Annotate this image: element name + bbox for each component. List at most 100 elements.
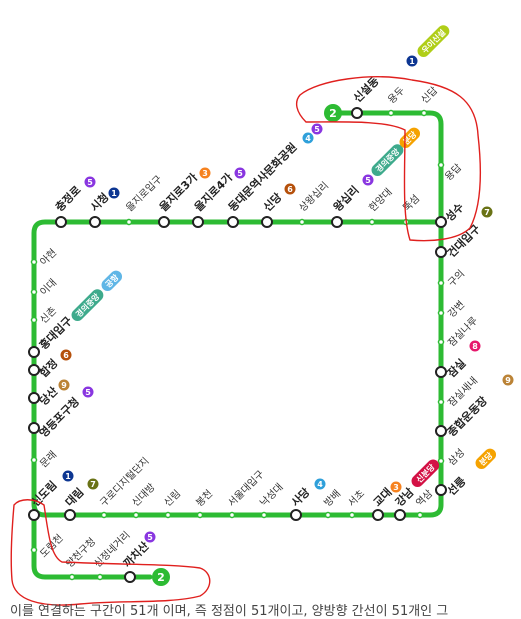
station-dot-seongsu[interactable] [435,216,447,228]
station-dot-samseong[interactable] [437,457,445,465]
svg-text:5: 5 [87,178,93,187]
station-label-ahyeon: 아현 [38,247,60,269]
line2-sinjeong-branch-track [31,512,153,580]
svg-text:7: 7 [484,208,490,217]
station-dot-sinjeongnegeori[interactable] [96,573,104,581]
station-dot-seolleung[interactable] [435,484,447,496]
station-label-seolleung: 선릉 [444,474,468,498]
svg-text:3: 3 [393,483,399,492]
station-label-hapjeong: 합정 [36,356,60,380]
station-dot-gangnam[interactable] [394,509,406,521]
station-dot-sindap[interactable] [420,109,428,117]
line5-badge-kkachisan: 5 [144,531,156,543]
station-dot-sindaebang[interactable] [132,511,140,519]
station-dot-sindorim[interactable] [28,509,40,521]
sinbundang-tag-gangnam: 신분당 [411,459,440,488]
svg-text:우이신설: 우이신설 [419,27,447,55]
station-dot-sindang[interactable] [261,216,273,228]
station-label-daerim: 대림 [62,485,86,509]
station-dot-seocho[interactable] [348,511,356,519]
station-dot-jamsilnaru[interactable] [437,338,445,346]
station-dot-wangsimni[interactable] [331,216,343,228]
station-dot-hapjeong[interactable] [28,364,40,376]
station-dot-kkachisan[interactable] [124,571,136,583]
station-dot-dangsan[interactable] [28,392,40,404]
station-dot-geondae[interactable] [435,246,447,258]
station-dot-snu[interactable] [228,511,236,519]
station-dot-ewha[interactable] [30,288,38,296]
station-label-guui: 구의 [446,268,468,290]
line5-badge-wangsimni: 5 [362,174,374,186]
station-dot-euljiro1[interactable] [125,218,133,226]
station-dot-gyodae[interactable] [372,509,384,521]
station-dot-daerim[interactable] [64,509,76,521]
line1-badge-sinseoldong: 1 [406,55,418,67]
line4-badge-ddp: 4 [302,132,314,144]
station-dot-euljiro4[interactable] [192,216,204,228]
station-dot-jamsil[interactable] [435,366,447,378]
line2-badge-sinseoldong-end: 2 [324,104,342,122]
svg-text:2: 2 [329,107,337,120]
svg-text:5: 5 [147,533,153,542]
station-label-sindang: 신당 [260,190,284,214]
station-dot-bangbae[interactable] [324,511,332,519]
line3-badge-gyodae: 3 [390,481,402,493]
station-label-yongdu: 용두 [386,85,408,107]
station-label-cityhall: 시청 [87,190,111,214]
station-label-euljiro1: 을지로입구 [123,172,165,214]
station-dot-hanyang[interactable] [368,218,376,226]
line5-badge-chungjeongno: 5 [84,176,96,188]
station-dot-nakseongdae[interactable] [260,511,268,519]
station-dot-ddp[interactable] [227,216,239,228]
station-dot-sinchon[interactable] [30,316,38,324]
svg-text:4: 4 [305,134,311,143]
station-dot-sillim[interactable] [164,511,172,519]
line9-badge-dangsan: 9 [58,379,70,391]
airport-tag-hongdae: 공항 [101,270,123,292]
station-dot-ahyeon[interactable] [30,258,38,266]
wuisinseol-tag-sinseoldong: 우이신설 [417,25,450,58]
station-label-geondae: 건대입구 [444,222,483,261]
station-label-dangsan: 당산 [36,384,60,408]
station-dot-guro-digital[interactable] [100,511,108,519]
station-dot-yongdap[interactable] [437,161,445,169]
station-dot-cityhall[interactable] [89,216,101,228]
red-annotation-sinjeong-branch [10,499,211,606]
station-label-yangcheon-office: 양천구청 [64,536,99,571]
station-dot-yeoksam[interactable] [416,511,424,519]
station-dot-mullae[interactable] [30,456,38,464]
line1-badge-sindorim: 1 [62,470,74,482]
svg-text:경의중앙: 경의중앙 [373,146,401,174]
line2-loop-track [31,110,444,518]
svg-text:4: 4 [317,480,323,489]
station-dot-jamsilsaenae[interactable] [437,398,445,406]
line8-badge-jamsil: 8 [469,340,481,352]
station-dot-guui[interactable] [437,279,445,287]
station-dot-yeongdeungpo-office[interactable] [28,422,40,434]
station-label-nakseongdae: 낙성대 [258,481,286,509]
line5-badge-ddp: 5 [311,123,323,135]
svg-text:9: 9 [61,381,67,390]
station-dot-hongdae[interactable] [28,346,40,358]
station-dot-euljiro3[interactable] [158,216,170,228]
svg-text:5: 5 [237,169,243,178]
station-label-sangwangsimni: 상왕십리 [297,180,332,215]
station-label-hanyang: 한양대 [367,186,395,214]
station-label-sindaebang: 신대방 [130,481,158,509]
station-dot-chungjeongno[interactable] [55,216,67,228]
station-dot-yongdu[interactable] [387,109,395,117]
line2-badge-kkachisan-end: 2 [152,568,170,586]
line7-badge-daerim: 7 [87,478,99,490]
station-dot-dorimcheon[interactable] [30,546,38,554]
line9-badge-sports-complex: 9 [502,374,514,386]
station-label-bongcheon: 봉천 [194,488,216,510]
station-dot-sinseoldong[interactable] [351,107,363,119]
station-dot-sadang[interactable] [290,509,302,521]
station-dot-sangwangsimni[interactable] [298,218,306,226]
station-dot-bongcheon[interactable] [196,511,204,519]
station-dot-gangbyeon[interactable] [437,309,445,317]
station-dot-yangcheon-office[interactable] [68,573,76,581]
line6-badge-hapjeong: 6 [60,349,72,361]
station-dot-sports-complex[interactable] [435,425,447,437]
line3-badge-euljiro3: 3 [199,167,211,179]
